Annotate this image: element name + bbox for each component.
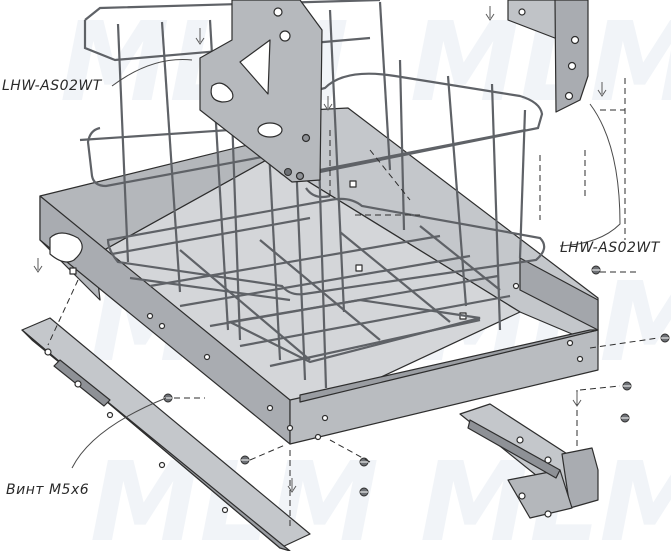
screw-icon — [622, 381, 632, 391]
screw-icon — [660, 333, 670, 343]
runner-rail-left — [21, 317, 311, 552]
assembly-guides — [47, 78, 659, 530]
callout-label-right-bracket: LHW-AS02WT — [560, 240, 660, 256]
screw-icon — [359, 457, 369, 467]
screw-icon — [163, 393, 173, 403]
leader-lines — [71, 59, 621, 469]
leader-right-bracket — [559, 103, 621, 247]
screws — [163, 168, 670, 497]
screw-icon — [240, 455, 250, 465]
callout-label-left-bracket: LHW-AS02WT — [2, 78, 102, 94]
frame-front-lip — [299, 329, 599, 403]
leader-screw — [71, 397, 167, 469]
frame-handle-cutout — [49, 232, 83, 263]
arrow-icons — [33, 6, 607, 493]
screw-icon — [591, 265, 601, 275]
callout-label-screw: Винт M5x6 — [6, 482, 90, 498]
bracket-plate-right — [507, 0, 589, 113]
bracket-plate-left — [199, 0, 323, 183]
screw-icon — [620, 413, 630, 423]
leader-left-bracket — [111, 59, 193, 87]
runner-rail-right — [459, 403, 599, 519]
screw-icon — [359, 487, 369, 497]
screw-icon — [284, 168, 292, 176]
